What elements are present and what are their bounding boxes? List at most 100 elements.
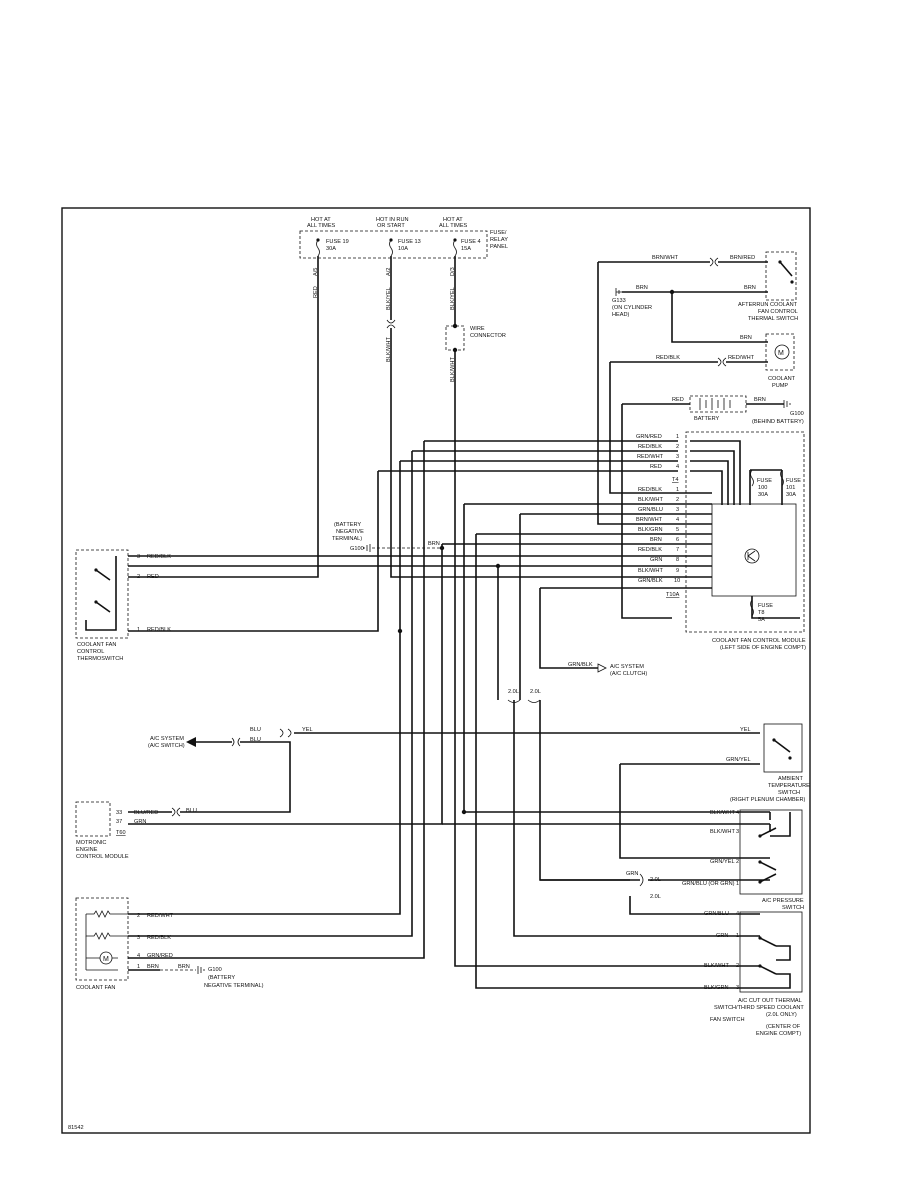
fan-pin-3: 3 xyxy=(137,935,140,941)
pump-motor-glyph: M xyxy=(778,350,784,357)
afterrun-thermal-switch: BRN/WHT BRN/RED BRN BRN G133 (ON CYLINDE… xyxy=(612,251,798,322)
pressure-pin-4: 4 xyxy=(736,810,739,816)
pump-wire-brn: BRN xyxy=(740,335,752,341)
wire-connector-a: WIRE xyxy=(470,326,485,332)
ambient-wire: GRN/YEL xyxy=(726,757,751,763)
cutout-pin-3: 3 xyxy=(736,985,739,991)
wire-connector-b: CONNECTOR xyxy=(470,333,506,339)
t4-pin-4: 4 xyxy=(676,464,679,470)
fan-ground-c: NEGATIVE TERMINAL) xyxy=(204,983,264,989)
cutout-label-b: SWITCH/THIRD SPEED COOLANT xyxy=(714,1005,804,1011)
ground-mid-a: (BATTERY xyxy=(334,522,361,528)
ac-clutch-branch: GRN/BLK A/C SYSTEM (A/C CLUTCH) 2.0L 2.0… xyxy=(508,662,647,695)
fuse-19-label: FUSE 19 xyxy=(326,239,349,245)
t10-pin-9: 9 xyxy=(676,568,679,574)
hot-label-2b: OR START xyxy=(377,223,405,229)
motronic-wire-blured: BLU/RED xyxy=(134,810,158,816)
t4-pin-1: 1 xyxy=(676,434,679,440)
motronic-label-c: CONTROL MODULE xyxy=(76,854,129,860)
ambient-label-b: TEMPERATURE xyxy=(768,783,810,789)
wire-blkwht-right: BLK/WHT xyxy=(450,357,456,382)
fuse-t8-b: T8 xyxy=(758,610,765,616)
fan-wire-4: GRN/RED xyxy=(147,953,173,959)
fan-pin-4: 4 xyxy=(137,953,140,959)
ac-pressure-switch: BLK/WHT 4 BLK/WHT 3 GRN/YEL 2 GRN/BLU (O… xyxy=(626,809,804,911)
motronic-label-a: MOTRONIC xyxy=(76,840,106,846)
cutout-pin-2: 2 xyxy=(736,963,739,969)
pressure-wire-2: GRN/YEL xyxy=(710,859,735,865)
thermo-pin-1: 1 xyxy=(137,627,140,633)
fan-motor-glyph: M xyxy=(103,956,109,963)
t4-wire-4: RED xyxy=(650,464,662,470)
t4-wire-2: RED/BLK xyxy=(638,444,662,450)
fan-wire-2: RED/WHT xyxy=(147,913,174,919)
ambient-label-a: AMBIENT xyxy=(778,776,803,782)
ground-mid-c: TERMINAL) xyxy=(332,536,362,542)
pressure-label-b: SWITCH xyxy=(782,905,804,911)
split-right: 2.0L xyxy=(530,689,541,695)
t10-wire-7: RED/BLK xyxy=(638,547,662,553)
cutout-wire-3: BLK/GRN xyxy=(704,985,729,991)
acswitch-wire-yel1: YEL xyxy=(302,727,313,733)
pin-a5: A/5 xyxy=(313,268,319,276)
fuse-19-rating: 30A xyxy=(326,246,336,252)
fuse-13-rating: 10A xyxy=(398,246,408,252)
hot-label-1a: HOT AT xyxy=(311,217,331,223)
fuse-101-a: FUSE xyxy=(786,478,801,484)
t4-wire-1: GRN/RED xyxy=(636,434,662,440)
wire-red-top: RED xyxy=(313,286,319,298)
fuse-4-label: FUSE 4 xyxy=(461,239,481,245)
fan-ground-b: (BATTERY xyxy=(208,975,235,981)
afterrun-wire-brn1: BRN xyxy=(636,285,648,291)
diagram-frame xyxy=(61,207,811,1134)
t10-pin-5: 5 xyxy=(676,527,679,533)
t10-pin-3: 3 xyxy=(676,507,679,513)
battery-label: BATTERY xyxy=(694,416,720,422)
ambient-label-d: (RIGHT PLENUM CHAMBER) xyxy=(730,797,806,803)
fuse-4-rating: 15A xyxy=(461,246,471,252)
coolant-pump: M BRN RED/BLK RED/WHT COOLANT PUMP xyxy=(656,333,796,389)
wire-blkwht-top: BLK/WHT xyxy=(386,337,392,362)
fan-pin-2: 2 xyxy=(137,913,140,919)
ground-g133-c: HEAD) xyxy=(612,312,630,318)
t10-pin-4: 4 xyxy=(676,517,679,523)
ambient-temperature-switch: GRN/YEL AMBIENT TEMPERATURE SWITCH (RIGH… xyxy=(726,723,810,803)
thermo-pin-3: 3 xyxy=(137,554,140,560)
fan-wire-1: BRN xyxy=(147,964,159,970)
ac-cutout-thermal-switch: GRN/BLU 4 GRN 1 BLK/WHT 2 BLK/GRN 3 A/C … xyxy=(704,911,804,1037)
hot-label-3a: HOT AT xyxy=(443,217,463,223)
motronic-label-b: ENGINE xyxy=(76,847,98,853)
afterrun-wire-brnred: BRN/RED xyxy=(730,255,755,261)
thermo-label-c: THERMOSWITCH xyxy=(77,656,123,662)
fuse-13-label: FUSE 13 xyxy=(398,239,421,245)
thermo-label-a: COOLANT FAN xyxy=(77,642,116,648)
acswitch-label-a: A/C SYSTEM xyxy=(150,736,184,742)
thermo-label-b: CONTROL xyxy=(77,649,104,655)
t10-pin-2: 2 xyxy=(676,497,679,503)
t10-wire-8: GRN xyxy=(650,557,662,563)
fan-control-module: FUSE 100 30A FUSE 101 30A FUSE T8 5A GRN… xyxy=(636,431,806,651)
battery-wire-red: RED xyxy=(672,397,684,403)
cutout-label-e: (CENTER OF xyxy=(766,1024,801,1030)
acswitch-wire-blu1: BLU xyxy=(250,727,261,733)
t4-pin-2: 2 xyxy=(676,444,679,450)
fuse-100-c: 30A xyxy=(758,492,768,498)
split-left: 2.0L xyxy=(508,689,519,695)
pressure-wire-3: BLK/WHT xyxy=(710,829,735,835)
ambient-label-c: SWITCH xyxy=(778,790,800,796)
pressure-wire-4: BLK/WHT xyxy=(710,810,735,816)
wire-blkyel-right: BLK/YEL xyxy=(450,287,456,310)
t4-wire-3: RED/WHT xyxy=(637,454,664,460)
panel-label-a: FUSE/ xyxy=(490,230,507,236)
pressure-pin-1: 1 xyxy=(736,881,739,887)
clutch-wire: GRN/BLK xyxy=(568,662,593,668)
acswitch-label-b: (A/C SWITCH) xyxy=(148,743,185,749)
clutch-label-a: A/C SYSTEM xyxy=(610,664,644,670)
cutout-pin-4: 4 xyxy=(736,911,739,917)
motronic-ecm: 33 37 BLU/RED GRN BLU T60 MOTRONIC ENGIN… xyxy=(75,801,197,860)
fan-label: COOLANT FAN xyxy=(76,985,115,991)
panel-label-b: RELAY xyxy=(490,237,508,243)
wire-connector-box xyxy=(445,325,465,351)
fuse-100-a: FUSE xyxy=(757,478,772,484)
t10-pin-1: 1 xyxy=(676,487,679,493)
